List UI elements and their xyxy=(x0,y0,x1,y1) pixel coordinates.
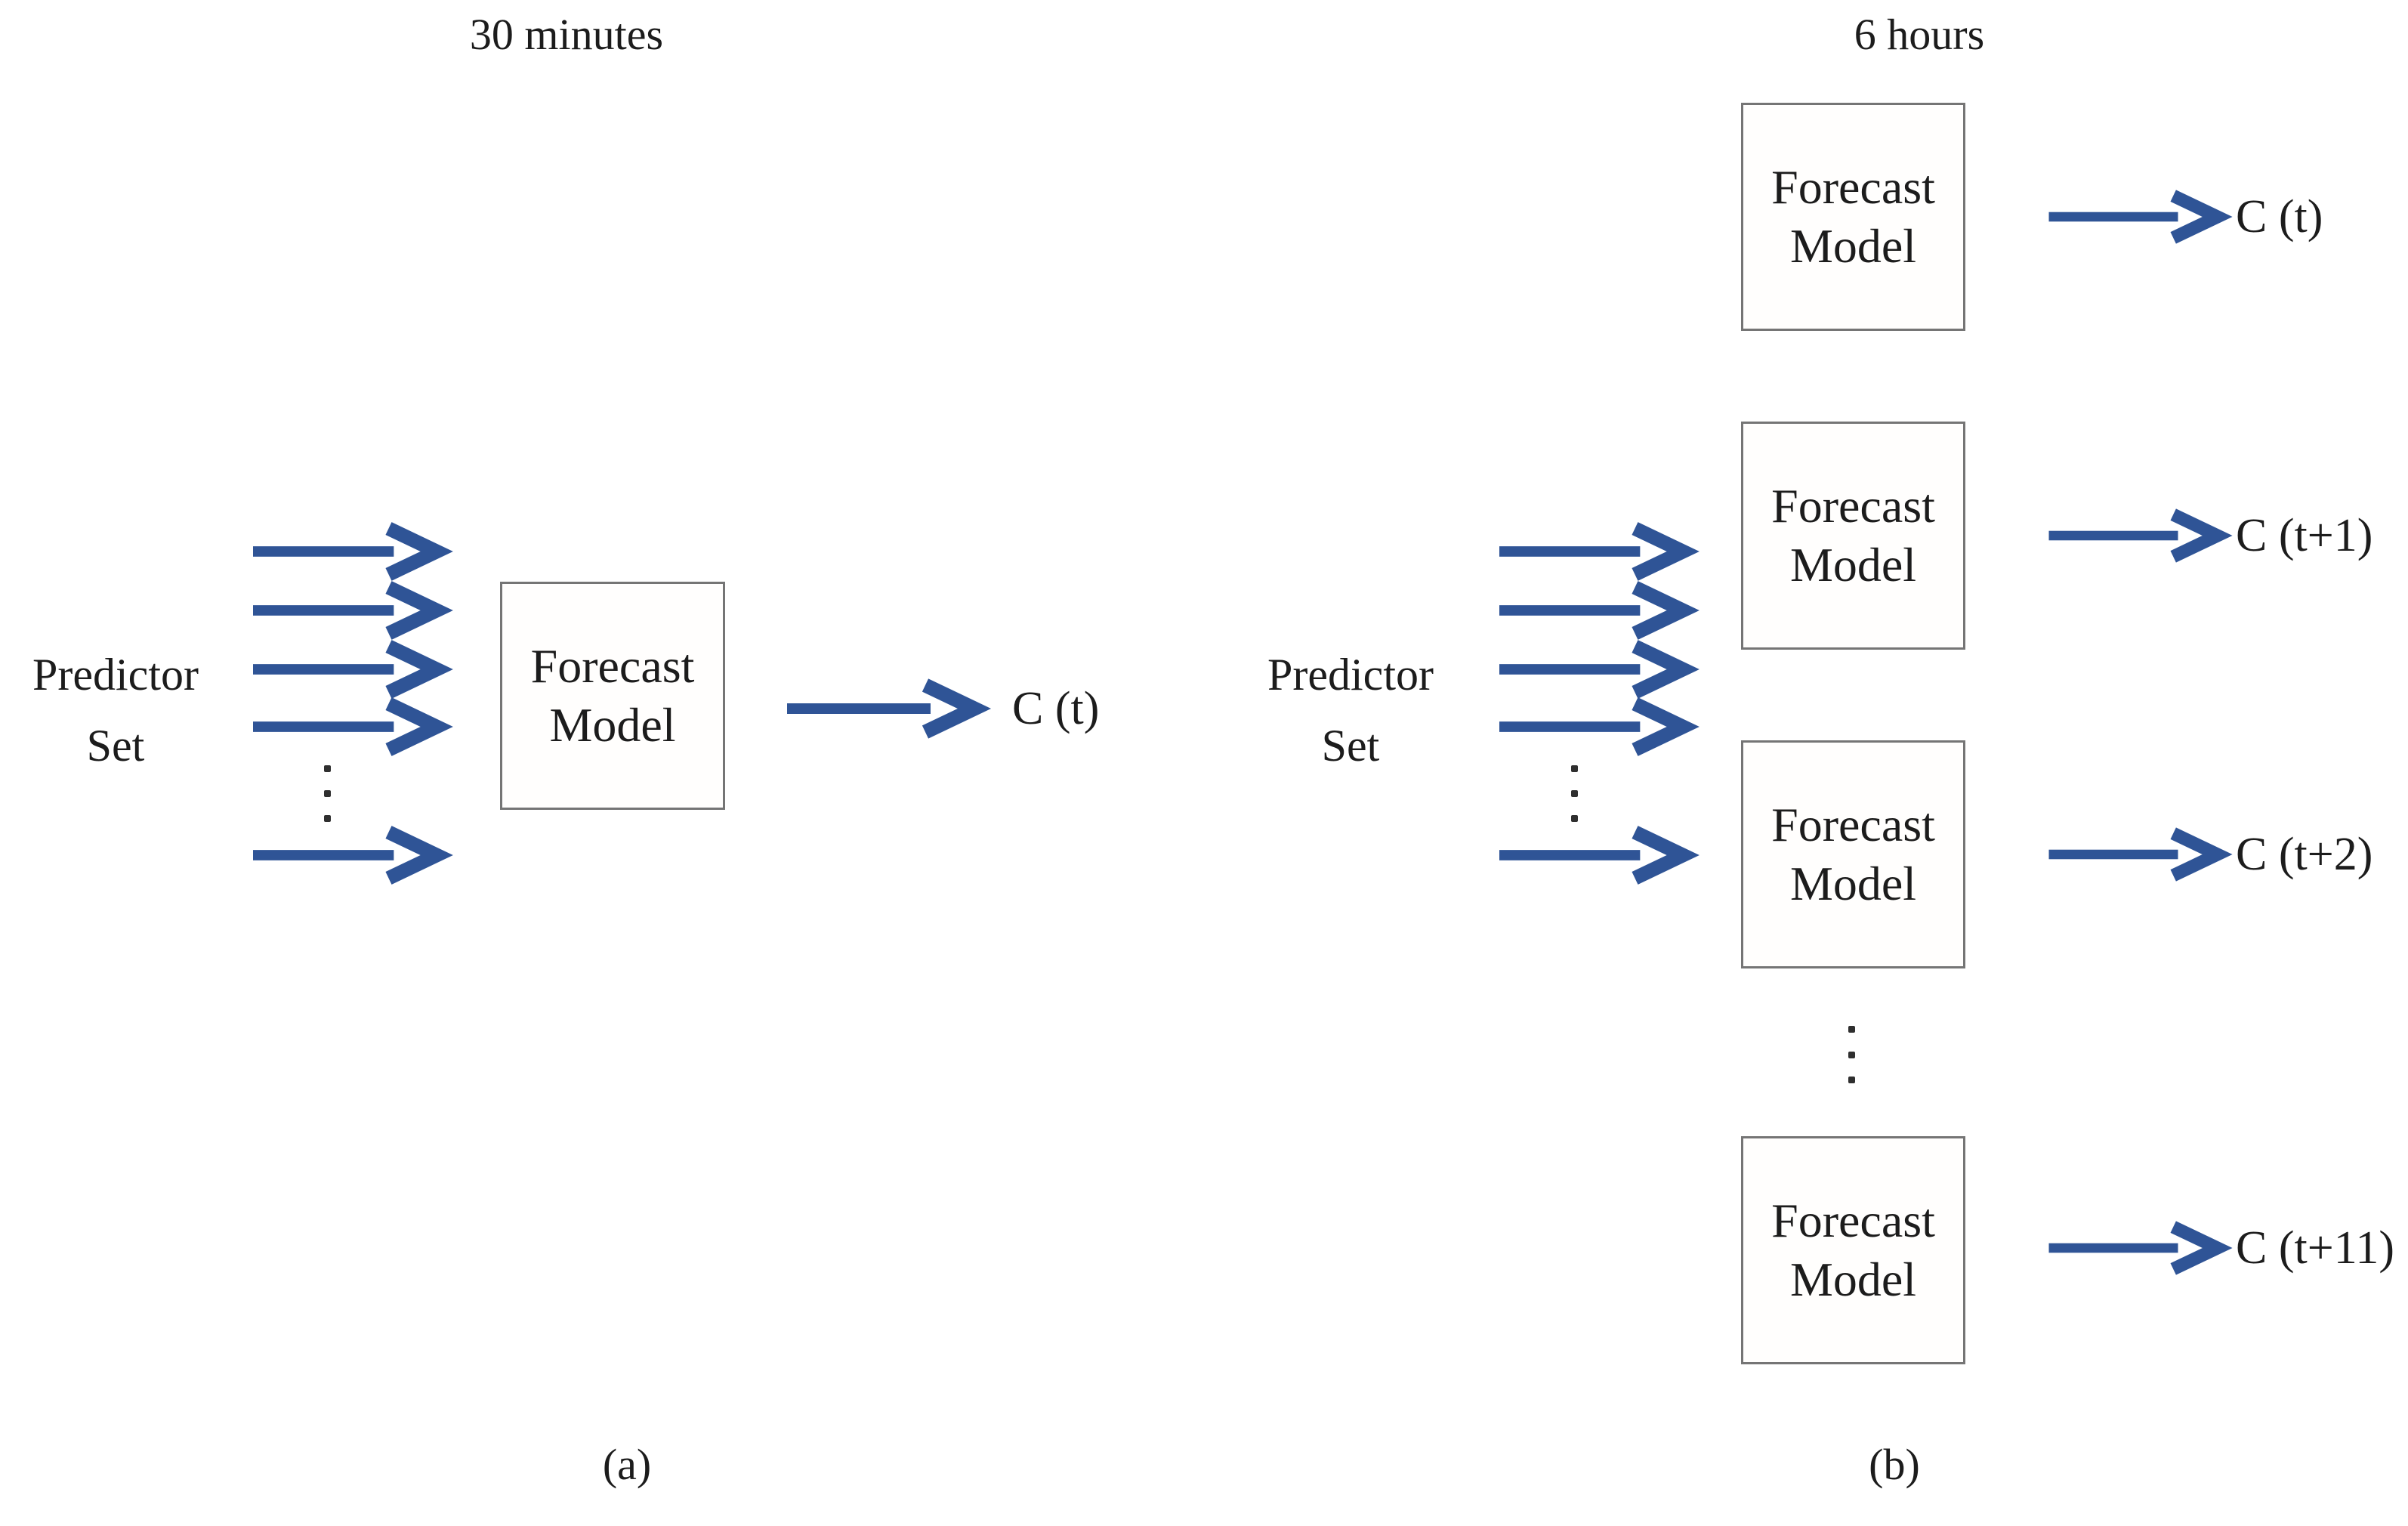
output-label: C (t+1) xyxy=(2236,509,2373,561)
input-arrow-icon xyxy=(253,697,446,757)
ellipsis-dot xyxy=(1571,765,1578,772)
forecast-model-box: Forecast Model xyxy=(1741,740,1965,968)
box-line-1: Forecast xyxy=(1771,1194,1935,1247)
ellipsis-dot xyxy=(1848,1077,1855,1083)
panel-b-title: 6 hours xyxy=(1854,10,1985,59)
output-arrow-icon xyxy=(787,678,983,739)
predictor-line-2: Set xyxy=(86,721,145,771)
ellipsis-dot xyxy=(1571,790,1578,797)
input-arrow-icon xyxy=(1499,697,1692,757)
forecast-model-box: Forecast Model xyxy=(500,582,725,810)
panel-b-predictor-set-label: Predictor Set xyxy=(1241,639,1460,781)
output-arrow-icon xyxy=(2048,508,2226,563)
box-line-1: Forecast xyxy=(530,639,695,693)
output-arrow-icon xyxy=(2048,1221,2226,1275)
box-line-2: Model xyxy=(549,698,676,752)
predictor-line-1: Predictor xyxy=(1267,650,1434,700)
ellipsis-dot xyxy=(324,790,331,797)
forecast-model-box: Forecast Model xyxy=(1741,422,1965,650)
box-line-2: Model xyxy=(1789,1253,1917,1306)
ellipsis-dot xyxy=(324,765,331,772)
output-label: C (t) xyxy=(1012,682,1100,734)
panel-a-predictor-set-label: Predictor Set xyxy=(6,639,225,781)
input-arrow-icon xyxy=(1499,521,1692,582)
input-arrow-icon xyxy=(253,825,446,885)
forecast-model-box: Forecast Model xyxy=(1741,1136,1965,1364)
input-arrow-icon xyxy=(1499,825,1692,885)
ellipsis-dot xyxy=(324,815,331,822)
ellipsis-dot xyxy=(1571,815,1578,822)
box-line-2: Model xyxy=(1789,538,1917,592)
box-line-1: Forecast xyxy=(1771,479,1935,533)
box-line-2: Model xyxy=(1789,219,1917,273)
panel-a-title: 30 minutes xyxy=(469,10,664,59)
predictor-line-2: Set xyxy=(1321,721,1380,771)
box-line-2: Model xyxy=(1789,857,1917,910)
output-label: C (t) xyxy=(2236,190,2323,242)
predictor-line-1: Predictor xyxy=(32,650,199,700)
ellipsis-dot xyxy=(1848,1026,1855,1033)
box-line-1: Forecast xyxy=(1771,160,1935,214)
box-line-1: Forecast xyxy=(1771,798,1935,851)
input-arrow-icon xyxy=(253,521,446,582)
forecast-model-box: Forecast Model xyxy=(1741,103,1965,331)
output-arrow-icon xyxy=(2048,190,2226,244)
input-arrow-icon xyxy=(1499,639,1692,700)
output-label: C (t+11) xyxy=(2236,1222,2395,1274)
panel-a-caption: (a) xyxy=(602,1440,652,1489)
panel-b-caption: (b) xyxy=(1869,1440,1920,1489)
output-label: C (t+2) xyxy=(2236,828,2373,880)
ellipsis-dot xyxy=(1848,1052,1855,1058)
input-arrow-icon xyxy=(253,580,446,641)
output-arrow-icon xyxy=(2048,827,2226,882)
input-arrow-icon xyxy=(1499,580,1692,641)
input-arrow-icon xyxy=(253,639,446,700)
